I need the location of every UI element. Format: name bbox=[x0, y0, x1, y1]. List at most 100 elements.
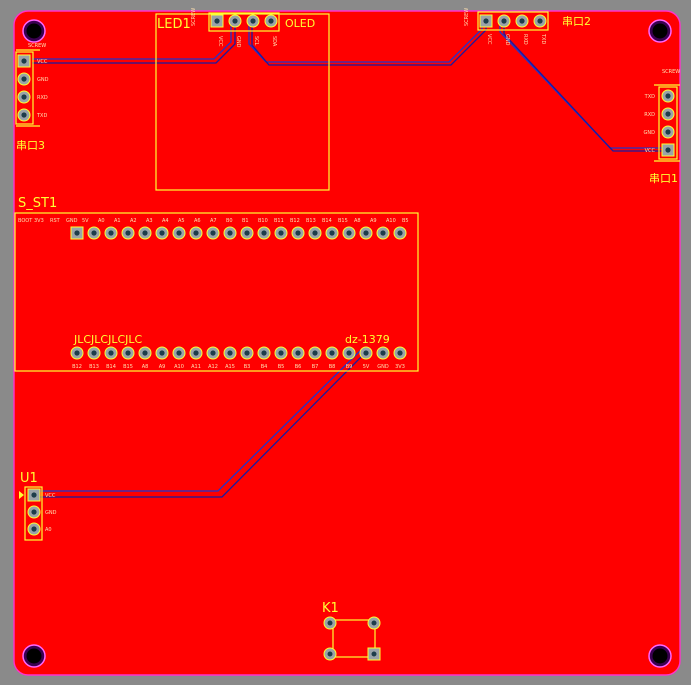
k1-body bbox=[332, 619, 376, 658]
mcu-top-label: B11 bbox=[274, 218, 284, 224]
mcu-bottom-pin-a12 bbox=[206, 346, 220, 360]
mcu-top-label: A0 bbox=[98, 218, 105, 224]
port1-pin-label: RXD bbox=[644, 112, 655, 118]
port2-pin-label: VCC bbox=[486, 34, 492, 45]
port2-tag: SCREW bbox=[464, 8, 470, 26]
mcu-bottom-pin-b5 bbox=[274, 346, 288, 360]
mcu-bottom-pin-a10 bbox=[172, 346, 186, 360]
u1-pin-a0 bbox=[27, 522, 41, 536]
mcu-top-label: BOOT bbox=[18, 218, 33, 224]
port3-tag: SCREW bbox=[28, 43, 46, 49]
led1-pin-gnd bbox=[228, 14, 242, 28]
port1-pin-txd bbox=[661, 89, 675, 103]
led1-pin-label: SDA bbox=[271, 36, 277, 47]
mcu-bottom-pin-b12 bbox=[70, 346, 84, 360]
mcu-bottom-label: 3V3 bbox=[395, 364, 405, 370]
port1-pin-rxd bbox=[661, 107, 675, 121]
mcu-bottom-label: A12 bbox=[208, 364, 218, 370]
mcu-bottom-pin-b8 bbox=[325, 346, 339, 360]
port1-header bbox=[658, 86, 678, 160]
mcu-top-label: B15 bbox=[338, 218, 348, 224]
component-k1: K1 bbox=[322, 601, 381, 661]
mcu-bottom-pin-b6 bbox=[291, 346, 305, 360]
mcu-ref: S_ST1 bbox=[18, 196, 57, 211]
port1-pin-label: TXD bbox=[644, 94, 655, 100]
led1-body bbox=[155, 13, 330, 191]
mcu-bottom-pin-b9 bbox=[342, 346, 356, 360]
mcu-top-pin bbox=[206, 226, 220, 240]
mcu-top-label: A5 bbox=[178, 218, 185, 224]
mcu-top-pin bbox=[87, 226, 101, 240]
port2-pin-vcc bbox=[479, 14, 493, 28]
mcu-top-label: B13 bbox=[306, 218, 316, 224]
mcu-top-label: RST bbox=[50, 218, 61, 224]
mcu-top-pin bbox=[257, 226, 271, 240]
mcu-top-pin bbox=[359, 226, 373, 240]
mcu-top-pin bbox=[172, 226, 186, 240]
port1-tag: SCREW bbox=[662, 69, 680, 75]
mcu-bottom-label: A9 bbox=[159, 364, 166, 370]
led1-pin-label: SCL bbox=[253, 36, 259, 46]
mcu-bottom-pin-b14 bbox=[104, 346, 118, 360]
mcu-top-label: B0 bbox=[226, 218, 233, 224]
mcu-top-pin bbox=[104, 226, 118, 240]
mcu-top-label: 5V bbox=[82, 218, 89, 224]
mcu-top-pin bbox=[70, 226, 84, 240]
mcu-bottom-pin-b15 bbox=[121, 346, 135, 360]
u1-pin-label: A0 bbox=[45, 527, 52, 533]
mcu-top-label: B14 bbox=[322, 218, 332, 224]
mcu-top-label: A1 bbox=[114, 218, 121, 224]
mcu-bottom-label: B9 bbox=[346, 364, 353, 370]
port3-ref: 串口3 bbox=[16, 139, 45, 152]
mcu-bottom-label: A11 bbox=[191, 364, 201, 370]
mcu-top-label: A10 bbox=[386, 218, 396, 224]
port3-pin-gnd bbox=[17, 72, 31, 86]
mcu-bottom-label: B14 bbox=[106, 364, 116, 370]
led1-pin-sda bbox=[264, 14, 278, 28]
mcu-bottom-pin-b7 bbox=[308, 346, 322, 360]
port1-pin-vcc bbox=[661, 143, 675, 157]
mcu-top-label: A9 bbox=[370, 218, 377, 224]
mcu-top-label: A7 bbox=[210, 218, 217, 224]
port1-pin-label: GND bbox=[644, 130, 656, 136]
mcu-text-right: dz-1379 bbox=[345, 333, 390, 346]
mcu-bottom-label: A15 bbox=[225, 364, 235, 370]
k1-ref: K1 bbox=[322, 601, 339, 616]
port2-pin-label: TXD bbox=[540, 33, 546, 44]
u1-pin-gnd bbox=[27, 505, 41, 519]
mcu-top-pin bbox=[342, 226, 356, 240]
mcu-bottom-label: B6 bbox=[295, 364, 302, 370]
mcu-top-label: GND bbox=[66, 218, 78, 224]
mcu-bottom-pin-a8 bbox=[138, 346, 152, 360]
mcu-top-label: B12 bbox=[290, 218, 300, 224]
led1-header bbox=[208, 12, 280, 32]
mounting-holes bbox=[22, 19, 672, 668]
mcu-top-label: B5 bbox=[402, 218, 409, 224]
port2-pin-rxd bbox=[515, 14, 529, 28]
u1-ref: U1 bbox=[20, 471, 38, 486]
mcu-bottom-label: B5 bbox=[278, 364, 285, 370]
mcu-bottom-label: B7 bbox=[312, 364, 319, 370]
mcu-top-label: A2 bbox=[130, 218, 137, 224]
mcu-bottom-pin-3v3 bbox=[393, 346, 407, 360]
mcu-body bbox=[14, 212, 419, 372]
mcu-bottom-label: B4 bbox=[261, 364, 268, 370]
mcu-top-pin bbox=[308, 226, 322, 240]
mcu-bottom-pin-a11 bbox=[189, 346, 203, 360]
u1-header bbox=[24, 486, 43, 541]
mcu-bottom-pin-b13 bbox=[87, 346, 101, 360]
mcu-top-pin bbox=[138, 226, 152, 240]
mcu-bottom-pin-a15 bbox=[223, 346, 237, 360]
port1-pin-gnd bbox=[661, 125, 675, 139]
port3-header bbox=[15, 51, 34, 125]
mcu-top-pin bbox=[393, 226, 407, 240]
led1-pin-label: VCC bbox=[217, 36, 223, 47]
mcu-bottom-pin-a9 bbox=[155, 346, 169, 360]
port3-pin-rxd bbox=[17, 90, 31, 104]
